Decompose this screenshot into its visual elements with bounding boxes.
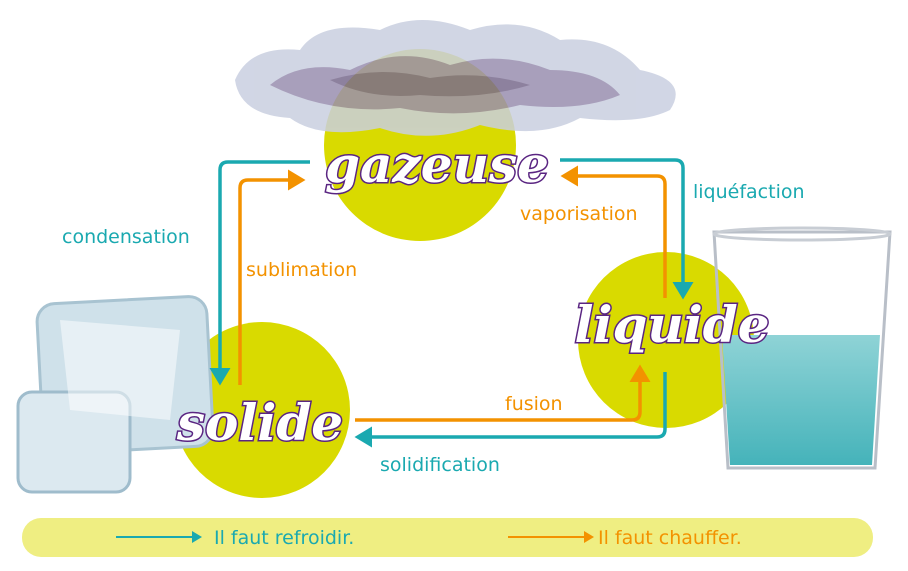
solidification-arrow <box>354 372 667 448</box>
liquefaction-arrow <box>560 158 694 300</box>
liquefaction-label: liquéfaction <box>693 181 805 203</box>
solidification-label: solidification <box>380 454 500 476</box>
fusion-arrow <box>355 364 651 422</box>
legend: Il faut refroidir. Il faut chauffer. <box>22 518 873 557</box>
vaporisation-label: vaporisation <box>520 203 638 225</box>
fusion-label: fusion <box>505 393 563 415</box>
vaporisation-arrow <box>560 165 667 298</box>
legend-heat-label: Il faut chauffer. <box>598 527 742 549</box>
condensation-label: condensation <box>62 226 190 248</box>
condensation-arrow <box>209 160 310 386</box>
state-liquid-label: liquide <box>574 295 769 354</box>
solid-circle <box>174 322 350 498</box>
sublimation-arrow <box>238 169 306 385</box>
state-gas-label: gazeuse <box>325 135 549 194</box>
sublimation-label: sublimation <box>246 259 357 281</box>
ice-cubes-illustration <box>16 295 215 494</box>
legend-cool-label: Il faut refroidir. <box>214 527 354 549</box>
state-solid-label: solide <box>176 393 343 452</box>
liquid-circle <box>578 252 754 428</box>
cloud-illustration <box>235 20 676 136</box>
glass-of-water-illustration <box>712 226 892 470</box>
